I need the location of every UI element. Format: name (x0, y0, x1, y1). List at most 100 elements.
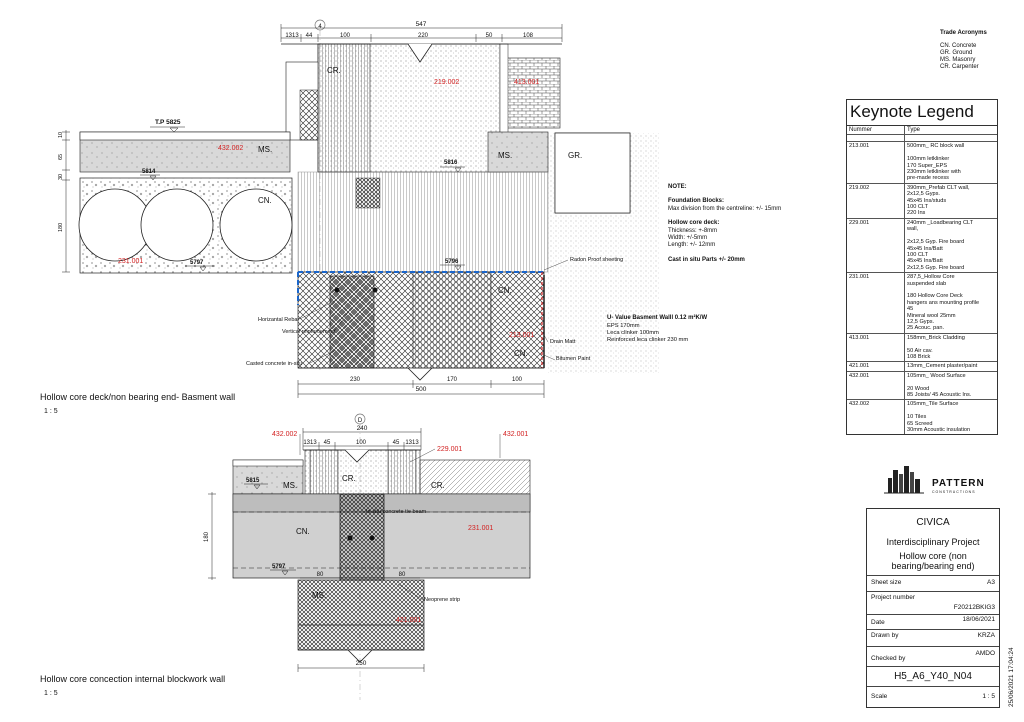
svg-text:MS.: MS. (283, 481, 297, 490)
legend-title: Keynote Legend (847, 100, 997, 126)
svg-text:5814: 5814 (142, 169, 156, 175)
svg-text:5815: 5815 (246, 478, 260, 484)
timestamp: 25/06/2021 17:04:24 (1008, 647, 1015, 707)
top-dim-2: 44 (306, 33, 313, 39)
svg-text:5797: 5797 (190, 260, 204, 266)
logo-sub: CONSTRUCTIONS (932, 490, 976, 494)
svg-text:180: 180 (58, 223, 64, 232)
svg-text:CN.: CN. (296, 527, 310, 536)
svg-text:CR.: CR. (431, 481, 445, 490)
svg-text:100: 100 (356, 440, 367, 446)
svg-text:432.001: 432.001 (503, 431, 528, 438)
keynote-219002: 219.002 (434, 79, 459, 86)
note-bitumen: Bitumen Paint (556, 356, 591, 362)
svg-text:CR.: CR. (342, 474, 356, 483)
logo-name: PATTERN (932, 478, 985, 489)
brick-cladding-413 (501, 57, 561, 129)
note-vertical-reinforcement: Vertical reinforcement (282, 329, 336, 335)
sheet-code: H5_A6_Y40_N04 (894, 671, 972, 682)
note-horizontal-rebar: Horizantal Rebar (258, 317, 299, 323)
note-tie-beam: In-situ concrete tie beam (366, 509, 427, 515)
svg-text:45: 45 (324, 440, 331, 446)
note-drain: Drain Matt (550, 339, 576, 345)
drawing-title: Hollow core (non bearing/bearing end) (891, 551, 975, 571)
top-bottom-dim-2: 170 (447, 377, 458, 383)
svg-text:45: 45 (393, 440, 400, 446)
studs-layer (317, 43, 371, 173)
note-radon: Radon Proof sheeting (570, 257, 623, 263)
svg-text:Reinforced leca clinker 230 mm: Reinforced leca clinker 230 mm (607, 337, 688, 343)
svg-text:MS.: MS. (312, 591, 326, 600)
svg-text:65: 65 (58, 154, 64, 160)
svg-text:5797: 5797 (272, 564, 286, 570)
top-dim-1: 1313 (285, 33, 299, 39)
logo-mark (884, 466, 924, 494)
keynote-432002-top: 432.002 (218, 145, 243, 152)
note-block: NOTE: Foundation Blocks: Max division fr… (668, 184, 782, 263)
top-bottom-dim-3: 100 (512, 377, 523, 383)
svg-text:180: 180 (204, 531, 210, 542)
svg-text:1313: 1313 (303, 440, 317, 446)
top-dim-5: 50 (486, 33, 493, 39)
top-detail-scale: 1 : 5 (44, 408, 58, 415)
company-name: CIVICA (916, 517, 950, 528)
svg-text:80: 80 (399, 572, 406, 578)
svg-text:250: 250 (356, 660, 367, 667)
svg-text:5796: 5796 (445, 259, 459, 265)
tie-beam (339, 493, 385, 581)
svg-text:80: 80 (317, 572, 324, 578)
bottom-detail: D 240 1313 45 100 45 1313 (40, 413, 531, 700)
svg-text:CN.: CN. (258, 196, 272, 205)
svg-text:CN.: CN. (514, 349, 528, 358)
top-detail-title: Hollow core deck/non bearing end- Basmen… (40, 392, 235, 402)
top-dim-4: 220 (418, 33, 429, 39)
title-block: CIVICA Interdisciplinary Project Hollow … (866, 508, 1000, 708)
top-dim-6: 108 (523, 33, 534, 39)
svg-text:D: D (358, 418, 363, 424)
keynote-213001: 213.001 (509, 332, 534, 339)
svg-text:CN.: CN. (498, 286, 512, 295)
svg-text:5816: 5816 (444, 160, 458, 166)
top-dimensions (280, 24, 563, 42)
svg-text:229.001: 229.001 (437, 446, 462, 453)
top-detail: 4 547 1313 44 100 220 50 108 (40, 19, 707, 415)
bottom-detail-scale: 1 : 5 (44, 690, 58, 697)
trade-acronyms-title: Trade Acronyms (940, 30, 987, 36)
uvalue-title: U- Value Basment Walll 0.12 m²K/W (607, 314, 707, 321)
svg-text:GR.: GR. (568, 151, 582, 160)
svg-text:CR.: CR. (327, 66, 341, 75)
svg-text:Leca clinker 100mm: Leca clinker 100mm (607, 330, 659, 336)
svg-text:231.001: 231.001 (468, 525, 493, 532)
svg-text:MS.: MS. (498, 151, 512, 160)
svg-text:1313: 1313 (405, 440, 419, 446)
top-total-dim: 547 (416, 21, 427, 28)
svg-text:432.002: 432.002 (272, 431, 297, 438)
svg-text:10: 10 (58, 132, 64, 138)
top-dim-3: 100 (340, 33, 351, 39)
trade-acronyms: Trade Acronyms CN. Concrete GR. Ground M… (940, 30, 987, 70)
level-tp: T.P 5825 (155, 119, 181, 126)
bottom-detail-title: Hollow core concection internal blockwor… (40, 674, 225, 684)
svg-text:240: 240 (357, 425, 368, 432)
top-bottom-dim-1: 230 (350, 377, 361, 383)
svg-text:MS.: MS. (258, 145, 272, 154)
note-casted-concrete: Casted concrete in-situ (246, 361, 302, 367)
legend-header: Nummer Type (847, 126, 997, 136)
note-neoprene: Neoprene strip (424, 597, 460, 603)
top-bottom-total: 500 (416, 386, 427, 393)
project-name: Interdisciplinary Project (886, 537, 980, 547)
keynote-413001-top: 413.001 (514, 79, 539, 86)
keynote-231001-top: 231.001 (118, 258, 143, 265)
svg-text:30: 30 (58, 174, 64, 180)
svg-text:EPS 170mm: EPS 170mm (607, 323, 640, 329)
